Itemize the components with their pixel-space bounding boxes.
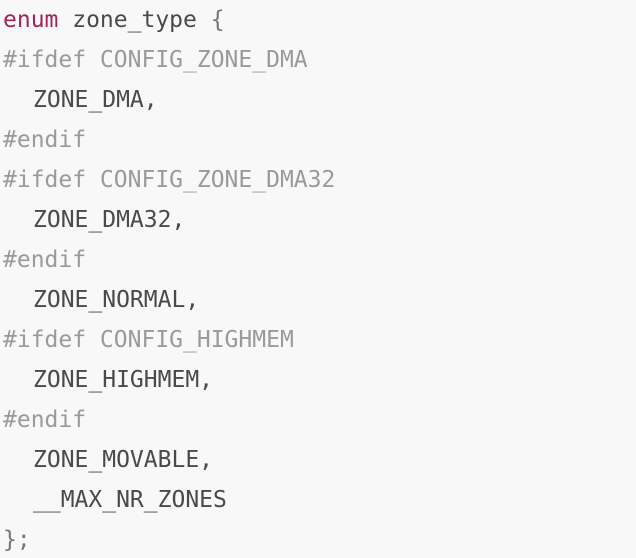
open-brace: { [196,7,225,33]
code-line-zone-highmem: ZONE_HIGHMEM, [3,360,636,400]
code-line-zone-dma: ZONE_DMA, [3,80,636,120]
enum-name: zone_type [58,7,197,33]
enum-member-zone-dma: ZONE_DMA, [33,87,158,113]
code-line-close-brace: }; [3,527,31,553]
enum-member-zone-movable: ZONE_MOVABLE, [33,447,214,473]
code-line-endif-dma: #endif [3,127,87,153]
code-line-ifdef-dma: #ifdef CONFIG_ZONE_DMA [3,47,308,73]
code-line-ifdef-dma32: #ifdef CONFIG_ZONE_DMA32 [3,167,336,193]
code-line-zone-normal: ZONE_NORMAL, [3,280,636,320]
code-line-endif-highmem: #endif [3,407,87,433]
enum-member-zone-highmem: ZONE_HIGHMEM, [33,367,214,393]
code-line-zone-movable: ZONE_MOVABLE, [3,440,636,480]
code-line-enum-declaration: enum zone_type { [3,0,636,40]
enum-keyword: enum [3,7,59,33]
code-line-ifdef-highmem: #ifdef CONFIG_HIGHMEM [3,327,294,353]
code-line-endif-dma32: #endif [3,247,87,273]
enum-member-max-nr-zones: __MAX_NR_ZONES [33,487,227,513]
enum-member-zone-dma32: ZONE_DMA32, [33,207,186,233]
code-line-zone-dma32: ZONE_DMA32, [3,200,636,240]
enum-member-zone-normal: ZONE_NORMAL, [33,287,200,313]
code-line-max-nr-zones: __MAX_NR_ZONES [3,480,636,520]
